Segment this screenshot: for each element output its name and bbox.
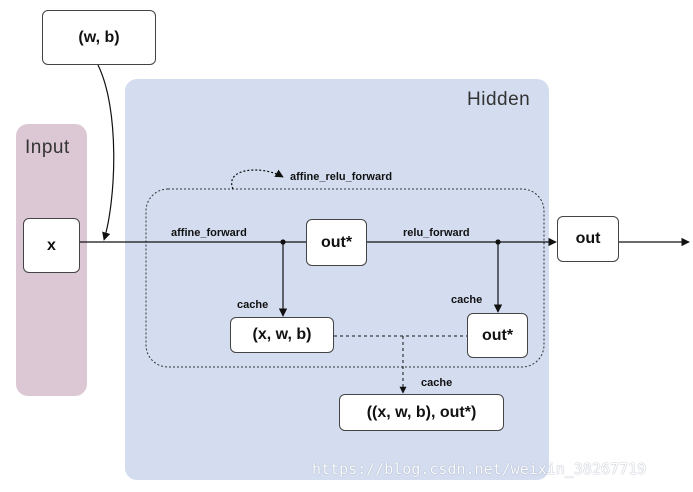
wb-to-main-arrow bbox=[97, 64, 115, 241]
watermark-text: https://blog.csdn.net/weixin_38267719 bbox=[312, 460, 647, 478]
relu-forward-label: relu_forward bbox=[403, 227, 470, 239]
combined-cache-node: ((x, w, b), out*) bbox=[339, 394, 504, 431]
affine-output-node: out* bbox=[306, 219, 367, 266]
cache-right-label: cache bbox=[451, 294, 483, 306]
relu-cache-node: out* bbox=[467, 313, 528, 358]
hidden-layer-title: Hidden bbox=[467, 89, 531, 110]
output-node: out bbox=[557, 216, 619, 262]
affine-relu-forward-loop-arrow bbox=[231, 169, 284, 190]
input-x-node: x bbox=[23, 218, 80, 273]
affine-forward-label: affine_forward bbox=[171, 227, 247, 239]
input-layer-title: Input bbox=[25, 137, 70, 158]
affine-relu-forward-label: affine_relu_forward bbox=[290, 171, 393, 183]
weights-bias-node: (w, b) bbox=[42, 10, 156, 65]
affine-cache-node: (x, w, b) bbox=[230, 317, 334, 353]
affine-relu-group-boundary bbox=[145, 188, 545, 368]
cache-left-label: cache bbox=[237, 299, 269, 311]
cache-bottom-label: cache bbox=[421, 377, 453, 389]
